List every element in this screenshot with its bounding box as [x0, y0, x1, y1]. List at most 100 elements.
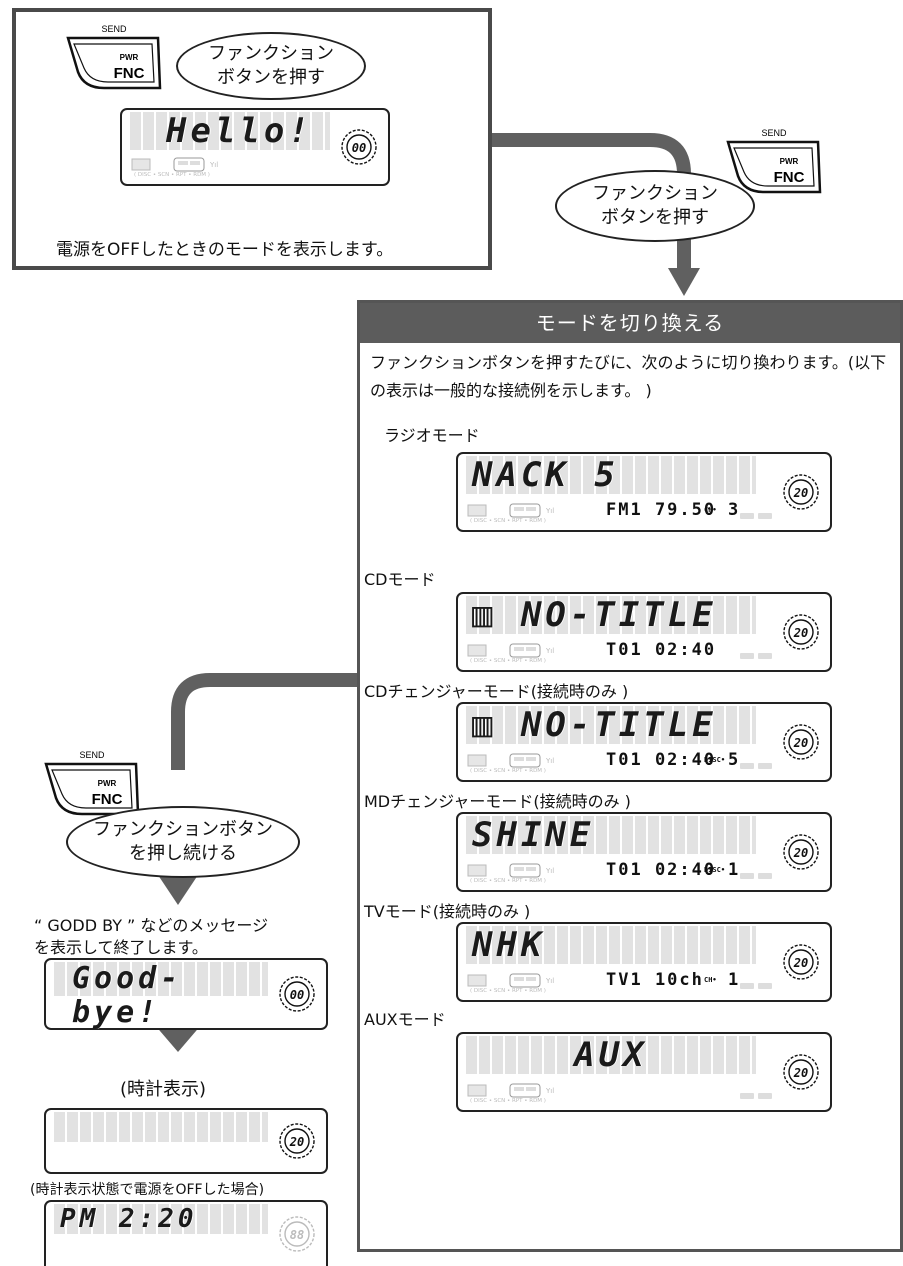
press-function-bubble-top: ファンクション ボタンを押す: [176, 32, 366, 100]
mode-label-cd: CDモード: [364, 570, 436, 589]
indicator-tag: [740, 763, 754, 769]
status-icons: Yıl( DISC • SCN • RPT • RDM ): [466, 1083, 570, 1105]
svg-text:88: 88: [290, 1228, 304, 1242]
lcd-main-text: PM 2:20: [54, 1204, 268, 1234]
bubble-line2: を押し続ける: [129, 843, 237, 864]
mode-label-tv: TVモード(接続時のみ ): [364, 902, 531, 921]
svg-text:Yıl: Yıl: [545, 977, 554, 985]
mode-label-radio: ラジオモード: [384, 426, 480, 445]
bubble-line1: ファンクション: [592, 183, 718, 204]
disc-dial-icon: 88: [278, 1215, 316, 1253]
status-icons: Yıl( DISC • SCN • RPT • RDM ): [466, 863, 570, 885]
lcd-main-text: Good-bye!: [54, 962, 268, 1030]
svg-text:00: 00: [352, 141, 366, 155]
lcd-sub-text: T01 02:40: [606, 640, 717, 660]
lcd-main-text: ▥ NO-TITLE: [466, 706, 756, 744]
goodbye-message-line1: “ GODD BY ” などのメッセージ: [34, 916, 269, 935]
lcd-tail-label: CH•: [704, 976, 717, 984]
svg-text:20: 20: [793, 956, 808, 970]
svg-text:FNC: FNC: [114, 65, 145, 82]
lcd-tail-value: 1: [728, 860, 741, 880]
svg-text:PWR: PWR: [780, 157, 799, 166]
key-icon: SEND PWR FNC: [66, 24, 162, 90]
svg-text:( DISC • SCN • RPT • RDM ): ( DISC • SCN • RPT • RDM ): [470, 1098, 546, 1103]
indicator-tag: [740, 983, 754, 989]
lcd-goodbye: Good-bye! 00: [44, 958, 328, 1030]
top-caption: 電源をOFFしたときのモードを表示します。: [56, 240, 394, 260]
status-icons: Yıl ( DISC • SCN • RPT • RDM ): [466, 503, 570, 525]
arrow-right-to-panel: [668, 268, 700, 296]
disc-dial-icon: 20: [782, 613, 820, 651]
svg-text:20: 20: [793, 736, 808, 750]
svg-text:( DISC • SCN • RPT • RDM ): ( DISC • SCN • RPT • RDM ): [134, 172, 210, 177]
connector-panel-to-left: [171, 673, 357, 770]
lcd-aux: AUX Yıl( DISC • SCN • RPT • RDM ) 20: [456, 1032, 832, 1112]
svg-text:20: 20: [793, 1066, 808, 1080]
mode-label-cdchanger: CDチェンジャーモード(接続時のみ ): [364, 682, 629, 701]
lcd-mdchanger: SHINE Yıl( DISC • SCN • RPT • RDM )T01 02…: [456, 812, 832, 892]
bubble-line2: ボタンを押す: [601, 207, 709, 228]
svg-text:( DISC • SCN • RPT • RDM ): ( DISC • SCN • RPT • RDM ): [470, 988, 546, 993]
svg-text:Yıl: Yıl: [209, 161, 218, 169]
hold-function-bubble: ファンクションボタン を押し続ける: [66, 806, 300, 878]
disc-dial-icon: 20: [782, 943, 820, 981]
lcd-main-text: SHINE: [466, 816, 756, 854]
svg-text:Yıl: Yıl: [545, 507, 554, 515]
clock-label: (時計表示): [120, 1079, 207, 1100]
svg-text:20: 20: [793, 486, 808, 500]
disc-dial-icon: 20: [782, 833, 820, 871]
svg-text:( DISC • SCN • RPT • RDM ): ( DISC • SCN • RPT • RDM ): [470, 658, 546, 663]
svg-text:FNC: FNC: [92, 791, 123, 808]
lcd-main-text: AUX: [466, 1036, 756, 1074]
disc-dial-icon: 20: [782, 723, 820, 761]
indicator-tag: [740, 1093, 754, 1099]
svg-text:PWR: PWR: [120, 53, 139, 62]
function-key-left[interactable]: SEND PWR FNC: [42, 748, 142, 824]
lcd-clock-off: PM 2:20 88: [44, 1200, 328, 1266]
lcd-main-text: Hello!: [130, 112, 330, 150]
indicator-tag: [740, 653, 754, 659]
panel-header: モードを切り換える: [360, 303, 900, 343]
lcd-tail-value: 1: [728, 970, 741, 990]
lcd-tail-value: 3: [728, 500, 741, 520]
bubble-line2: ボタンを押す: [217, 67, 325, 88]
lcd-tail-value: 5: [728, 750, 741, 770]
indicator-tag: [758, 763, 772, 769]
status-icons: Yıl ( DISC • SCN • RPT • RDM ): [130, 157, 234, 179]
lcd-main-text: NACK 5: [466, 456, 756, 494]
power-on-box: SEND PWR FNC ファンクション ボタンを押す Hello! Yıl ( …: [12, 8, 492, 270]
bubble-line1: ファンクション: [208, 43, 334, 64]
indicator-tag: [758, 873, 772, 879]
svg-text:SEND: SEND: [761, 128, 787, 138]
disc-dial-icon: 00: [340, 128, 378, 166]
off-label: (時計表示状態で電源をOFFした場合): [30, 1182, 265, 1198]
lcd-main-text: NHK: [466, 926, 756, 964]
indicator-tag: [758, 983, 772, 989]
svg-text:20: 20: [793, 846, 808, 860]
indicator-tag: [758, 1093, 772, 1099]
mode-label-mdchanger: MDチェンジャーモード(接続時のみ ): [364, 792, 631, 811]
arrow-left-down: [156, 872, 200, 905]
indicator-tag: [758, 653, 772, 659]
indicator-tag: [740, 513, 754, 519]
disc-dial-icon: 20: [782, 1053, 820, 1091]
lcd-sub-text: TV1 10ch: [606, 970, 704, 990]
indicator-tag: [740, 873, 754, 879]
function-key-right[interactable]: SEND PWR FNC: [724, 126, 824, 202]
function-key-top[interactable]: SEND PWR FNC: [64, 22, 164, 98]
svg-text:( DISC • SCN • RPT • RDM ): ( DISC • SCN • RPT • RDM ): [470, 518, 546, 523]
svg-text:20: 20: [289, 1135, 304, 1149]
lcd-tail-label: CH•: [704, 506, 717, 514]
bubble-line1: ファンクションボタン: [93, 819, 273, 840]
lcd-tail-label: DISC•: [704, 756, 726, 764]
svg-text:PWR: PWR: [98, 779, 117, 788]
status-icons: Yıl( DISC • SCN • RPT • RDM ): [466, 753, 570, 775]
key-icon: SEND PWR FNC: [726, 128, 822, 194]
lcd-main-text: [54, 1112, 268, 1142]
svg-text:Yıl: Yıl: [545, 647, 554, 655]
